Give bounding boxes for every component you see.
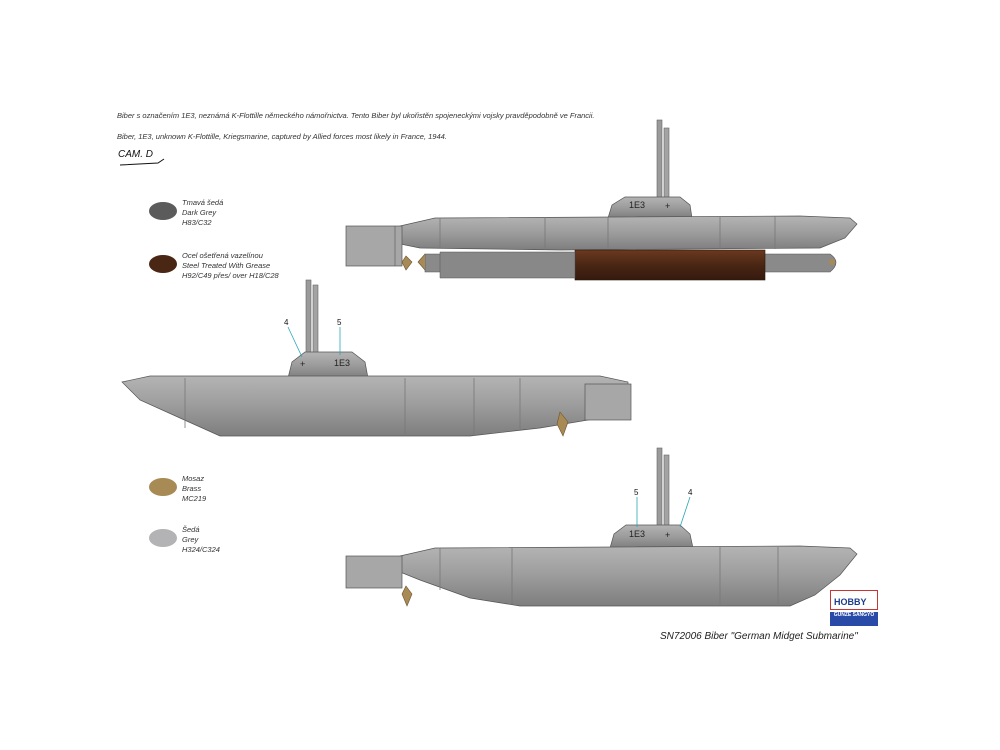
camo-label: CAM. D bbox=[118, 149, 165, 166]
svg-text:+: + bbox=[665, 201, 670, 211]
callout-4-middle: 4 bbox=[284, 318, 289, 327]
submarine-bottom-view: 1E3 + 5 4 bbox=[345, 447, 858, 607]
swatch-label-steel-grease: Ocel ošetřená vazelínou Steel Treated Wi… bbox=[182, 251, 279, 280]
swatch-label-grey: Šedá Grey H324/C324 bbox=[182, 525, 220, 554]
svg-text:+: + bbox=[300, 359, 305, 369]
camo-label-text: CAM. D bbox=[118, 149, 153, 160]
callout-5-bottom: 5 bbox=[634, 488, 639, 497]
svg-text:+: + bbox=[665, 530, 670, 540]
callout-4-bottom: 4 bbox=[688, 488, 693, 497]
callout-5-middle: 5 bbox=[337, 318, 342, 327]
hull-marking-top: 1E3 bbox=[629, 200, 645, 210]
caption-english: Biber, 1E3, unknown K-Flottille, Kriegsm… bbox=[117, 132, 447, 141]
hobby-logo: HOBBY bbox=[830, 590, 878, 610]
gunze-logo: GUNZE SANGYO bbox=[830, 612, 878, 626]
submarine-middle-view: 1E3 + 4 5 bbox=[121, 279, 632, 437]
camo-underline bbox=[119, 158, 165, 166]
brand-logos: HOBBY GUNZE SANGYO bbox=[830, 590, 878, 626]
hull-marking-middle: 1E3 bbox=[334, 358, 350, 368]
swatch-steel-grease bbox=[149, 255, 177, 273]
hull-marking-bottom: 1E3 bbox=[629, 529, 645, 539]
swatch-label-dark-grey: Tmavá šedá Dark Grey H83/C32 bbox=[182, 198, 224, 227]
swatch-grey bbox=[149, 529, 177, 547]
caption-czech: Biber s označením 1E3, neznámá K-Flottil… bbox=[117, 111, 595, 120]
swatch-brass bbox=[149, 478, 177, 496]
product-title: SN72006 Biber "German Midget Submarine" bbox=[660, 631, 858, 642]
swatch-label-brass: Mosaz Brass MC219 bbox=[182, 474, 207, 503]
submarine-top-view: 1E3 + bbox=[345, 119, 858, 281]
swatch-dark-grey bbox=[149, 202, 177, 220]
